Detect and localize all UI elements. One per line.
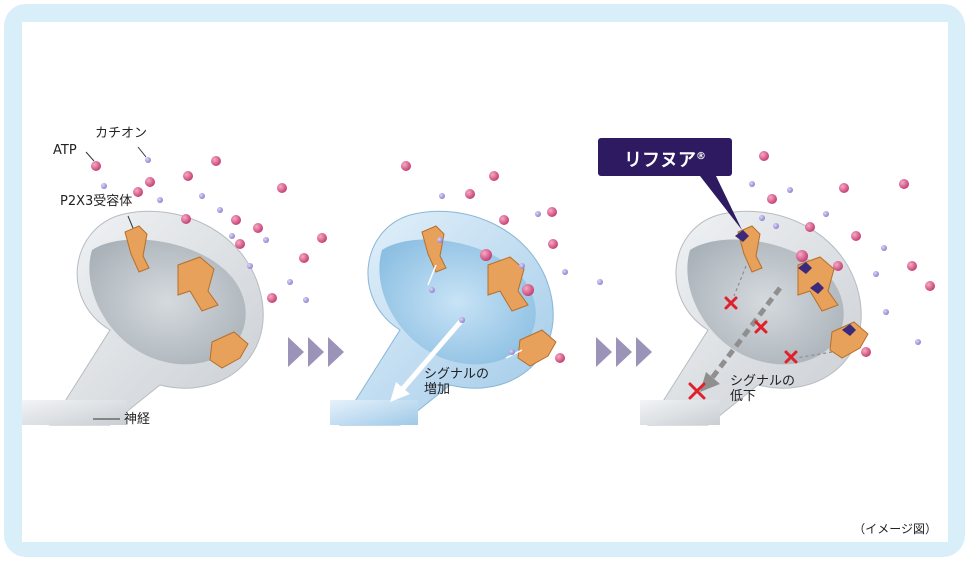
registered-mark: ® [696,151,706,162]
atp-label: ATP [53,143,77,158]
image-caption: （イメージ図） [853,520,937,537]
signal-decrease-label: シグナルの 低下 [730,374,795,404]
drug-callout: リフヌア® [598,138,732,176]
drug-name: リフヌア [624,150,696,171]
cation-label: カチオン [95,126,147,141]
nerve-label: 神経 [124,412,150,427]
receptor-label: P2X3受容体 [60,194,132,209]
signal-increase-label: シグナルの 増加 [424,367,489,397]
step-arrows-1 [288,337,344,367]
step-arrows-2 [596,337,652,367]
